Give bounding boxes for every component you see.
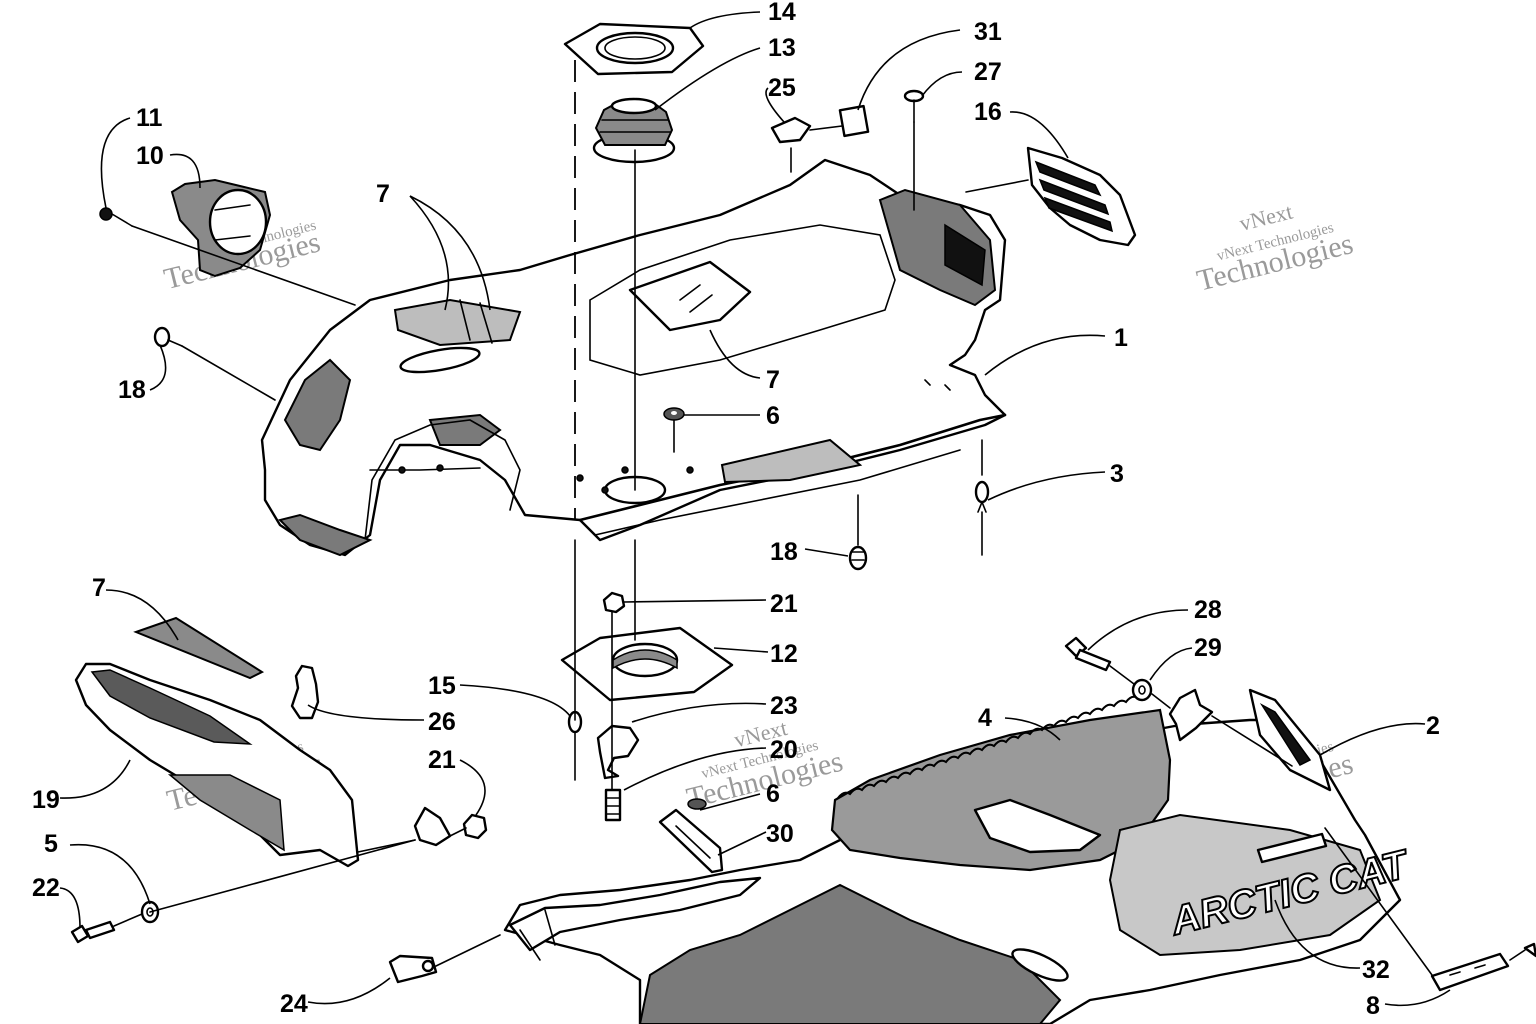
- callout-23: 23: [770, 692, 798, 720]
- lower-console-part: ARCTIC CAT: [503, 688, 1416, 1024]
- callout-6-upper: 6: [766, 402, 780, 430]
- gasket-plate-part: [563, 22, 705, 76]
- callout-21-lower: 21: [428, 746, 456, 774]
- callout-21-upper: 21: [770, 590, 798, 618]
- callout-30: 30: [766, 820, 794, 848]
- upper-console-part: [260, 158, 1007, 557]
- pad-part: [838, 104, 870, 138]
- callout-15: 15: [428, 672, 456, 700]
- watermark-right-top: vNext Technologies vNext Technologies: [1194, 199, 1357, 298]
- washer-6b-part: [687, 798, 707, 810]
- washer-29-part: [1131, 678, 1153, 702]
- callout-3: 3: [1110, 460, 1124, 488]
- callout-25: 25: [768, 74, 796, 102]
- boot-seal-part: [592, 97, 676, 164]
- push-pin-18b-part: [848, 545, 868, 571]
- strap-30-part: [658, 808, 724, 874]
- callout-13: 13: [768, 34, 796, 62]
- callout-24: 24: [280, 990, 308, 1018]
- callout-16: 16: [974, 98, 1002, 126]
- callout-6-lower: 6: [766, 780, 780, 808]
- nut-21b-part: [462, 813, 488, 840]
- assembly-lines: [113, 60, 1526, 976]
- callout-11: 11: [136, 104, 163, 132]
- callout-12: 12: [770, 640, 798, 668]
- callout-18-upper: 18: [118, 376, 146, 404]
- gauge-housing-part: [170, 178, 272, 278]
- vent-grille-part: [1026, 146, 1137, 247]
- tnut-plate-right-part: [1168, 688, 1214, 742]
- nut-21a-part: [602, 591, 626, 614]
- clamp-26-part: [290, 664, 320, 720]
- callout-10: 10: [136, 142, 164, 170]
- callout-4: 4: [978, 704, 992, 732]
- leader-lines: [59, 11, 1451, 1007]
- clip-24-part: [388, 954, 438, 984]
- washer-6a-part: [663, 407, 685, 421]
- rivet-8-part: [1523, 942, 1536, 958]
- callout-32: 32: [1362, 956, 1390, 984]
- callout-5: 5: [44, 830, 58, 858]
- tnut-plate-left-part: [413, 806, 452, 847]
- clip-part: [770, 116, 812, 144]
- callout-18-lower: 18: [770, 538, 798, 566]
- bolt-22-part: [70, 920, 116, 944]
- push-pin-18a-part: [153, 326, 183, 348]
- rivet-15-part: [567, 710, 583, 781]
- bumper-19-part: [74, 662, 360, 868]
- callout-7-left: 7: [92, 574, 106, 602]
- reflector-8-part: [1430, 952, 1510, 992]
- bolt-20-part: [604, 788, 622, 822]
- callout-2: 2: [1426, 712, 1440, 740]
- callout-26: 26: [428, 708, 456, 736]
- callout-labels: 14 13 25 31 27 16 11 10 7 1 18 7 6 3 18 …: [32, 0, 1440, 1020]
- callout-20: 20: [770, 736, 798, 764]
- callout-22: 22: [32, 874, 60, 902]
- callout-19: 19: [32, 786, 60, 814]
- bolt-28-part: [1064, 636, 1112, 672]
- callout-7-center: 7: [766, 366, 780, 394]
- callout-31: 31: [974, 18, 1002, 46]
- callout-27: 27: [974, 58, 1002, 86]
- callout-28: 28: [1194, 596, 1222, 624]
- callout-14: 14: [768, 0, 796, 26]
- screw-27-part: [903, 89, 925, 123]
- callout-8: 8: [1366, 992, 1380, 1020]
- callout-7-top: 7: [376, 180, 390, 208]
- bracket-23-part: [596, 724, 640, 780]
- rivet-3-part: [974, 480, 990, 556]
- mount-plate-part: [560, 626, 734, 702]
- callout-29: 29: [1194, 634, 1222, 662]
- decal-7c-part: [133, 616, 265, 680]
- screw-11-part: [99, 207, 133, 227]
- callout-1: 1: [1114, 324, 1128, 352]
